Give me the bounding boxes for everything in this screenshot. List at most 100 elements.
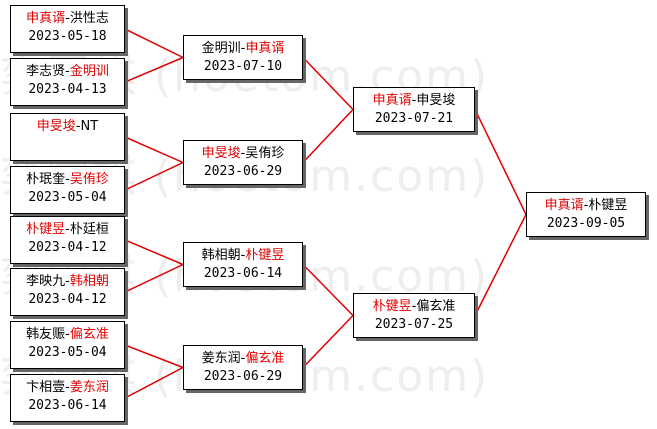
player-separator: - xyxy=(75,119,81,134)
match-players: 李志贤-金明训 xyxy=(11,63,124,81)
match-players: 卞相壹-姜东润 xyxy=(11,379,124,397)
player-separator: - xyxy=(65,274,70,289)
player-name: 申真谞 xyxy=(245,41,285,56)
player-name: 卞相壹 xyxy=(26,380,66,395)
match-date: 2023-04-12 xyxy=(28,240,107,255)
bracket-connector xyxy=(302,314,354,369)
player-name: NT xyxy=(80,119,99,134)
match-players: 李映九-韩相朝 xyxy=(11,273,124,291)
player-name: 申旻埈 xyxy=(36,119,76,134)
player-name: 申真谞 xyxy=(26,11,66,26)
player-separator: - xyxy=(240,41,246,56)
player-separator: - xyxy=(65,222,70,237)
match-players: 朴珉奎-吴侑珍 xyxy=(11,171,124,189)
bracket-connector xyxy=(302,56,354,111)
player-name: 申旻埈 xyxy=(201,146,241,161)
player-separator: - xyxy=(65,380,70,395)
player-separator: - xyxy=(65,11,70,26)
match-players: 韩相朝-朴键昱 xyxy=(184,247,302,265)
player-name: 金明训 xyxy=(201,41,241,56)
bracket-connector xyxy=(302,263,354,317)
bracket-connector xyxy=(302,108,354,164)
match-date: 2023-04-12 xyxy=(28,292,107,307)
bracket-connector xyxy=(124,239,184,266)
bracket-connector xyxy=(124,263,184,293)
player-separator: - xyxy=(65,327,70,342)
player-name: 申旻埈 xyxy=(416,93,456,108)
match-date: 2023-06-14 xyxy=(28,398,107,413)
match-box: 申真谞-洪性志 2023-05-18 xyxy=(10,5,125,53)
player-name: 吴侑珍 xyxy=(69,172,109,187)
player-name: 朴键昱 xyxy=(26,222,66,237)
match-players: 申旻埈-NT xyxy=(11,118,124,136)
bracket-connector xyxy=(474,109,527,215)
player-name: 申真谞 xyxy=(544,198,584,213)
match-box: 申旻埈-NT xyxy=(10,113,125,161)
bracket-connector xyxy=(124,28,184,59)
match-date: 2023-05-04 xyxy=(28,345,107,360)
player-separator: - xyxy=(583,198,589,213)
player-name: 洪性志 xyxy=(69,11,109,26)
player-separator: - xyxy=(65,64,70,79)
match-players: 韩友赈-偏玄准 xyxy=(11,326,124,344)
player-separator: - xyxy=(65,172,70,187)
bracket-connector xyxy=(474,214,527,316)
match-players: 朴键昱-朴廷桓 xyxy=(11,221,124,239)
player-name: 朴珉奎 xyxy=(26,172,66,187)
player-name: 金明训 xyxy=(69,64,109,79)
player-separator: - xyxy=(240,351,246,366)
match-date: 2023-06-14 xyxy=(203,266,283,281)
player-separator: - xyxy=(411,299,417,314)
match-players: 朴键昱-偏玄准 xyxy=(354,298,474,316)
bracket-connector xyxy=(124,136,184,164)
match-date: 2023-06-29 xyxy=(203,164,283,179)
player-name: 韩相朝 xyxy=(201,248,241,263)
match-players: 申真谞-申旻埈 xyxy=(354,92,474,110)
match-date: 2023-09-05 xyxy=(546,216,626,231)
match-date: 2023-07-25 xyxy=(374,317,454,332)
player-separator: - xyxy=(240,146,246,161)
match-date: 2023-06-29 xyxy=(203,369,283,384)
bracket-connector xyxy=(124,344,184,369)
match-date: 2023-07-21 xyxy=(374,111,454,126)
bracket-connector xyxy=(124,56,184,83)
player-name: 吴侑珍 xyxy=(245,146,285,161)
player-name: 李映九 xyxy=(26,274,66,289)
player-name: 韩相朝 xyxy=(69,274,109,289)
match-players: 申旻埈-吴侑珍 xyxy=(184,145,302,163)
bracket-connector xyxy=(124,161,184,191)
bracket-connector xyxy=(124,366,184,399)
player-name: 朴键昱 xyxy=(588,198,628,213)
player-name: 偏玄准 xyxy=(416,299,456,314)
player-name: 申真谞 xyxy=(372,93,412,108)
player-name: 偏玄准 xyxy=(69,327,109,342)
player-separator: - xyxy=(240,248,246,263)
player-name: 姜东润 xyxy=(69,380,109,395)
match-date: 2023-05-04 xyxy=(28,190,107,205)
match-players: 申真谞-朴键昱 xyxy=(527,197,645,215)
match-date: 2023-04-13 xyxy=(28,82,107,97)
match-date: 2023-07-10 xyxy=(203,59,283,74)
player-name: 偏玄准 xyxy=(245,351,285,366)
player-name: 李志贤 xyxy=(26,64,66,79)
match-players: 姜东润-偏玄准 xyxy=(184,350,302,368)
player-separator: - xyxy=(411,93,417,108)
player-name: 朴廷桓 xyxy=(69,222,109,237)
player-name: 韩友赈 xyxy=(26,327,66,342)
match-date: 2023-05-18 xyxy=(28,29,107,44)
match-players: 金明训-申真谞 xyxy=(184,40,302,58)
player-name: 朴键昱 xyxy=(372,299,412,314)
